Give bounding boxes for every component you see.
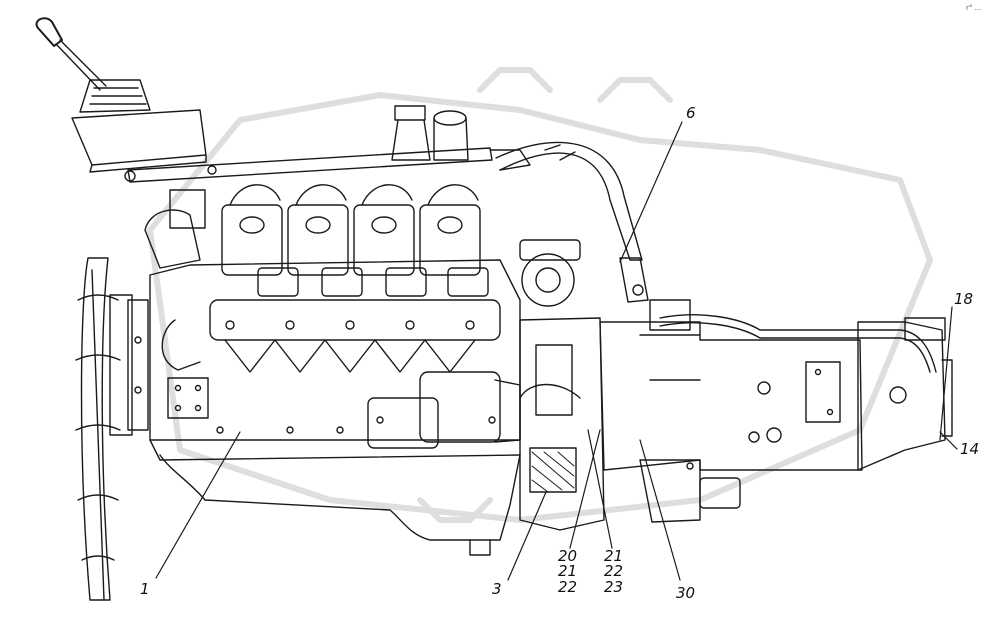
callout-1: 1 xyxy=(140,580,150,598)
clutch-housing xyxy=(519,317,605,531)
watermark-logo xyxy=(147,67,933,523)
gear-shift-lever xyxy=(35,17,207,173)
power-take-off xyxy=(639,459,741,523)
callout-labels: 1 3 6 14 18 20 21 22 21 22 23 30 r° ... xyxy=(140,4,981,602)
leader-lines xyxy=(155,121,958,581)
corner-mark: r° ... xyxy=(966,4,981,12)
cooling-fan xyxy=(75,257,121,601)
callout-3: 3 xyxy=(492,580,502,598)
callout-21: 21 xyxy=(604,547,623,565)
callout-21-22: 22 xyxy=(604,562,623,580)
callout-20-22: 22 xyxy=(558,578,577,596)
callout-21-23: 23 xyxy=(604,578,623,596)
air-pipe xyxy=(495,141,643,261)
starter-motor xyxy=(367,371,521,449)
control-rod xyxy=(124,147,531,183)
exhaust-manifold xyxy=(209,299,501,373)
callout-14: 14 xyxy=(960,440,979,458)
pipe-sensor xyxy=(619,257,649,303)
fan-hub xyxy=(109,294,149,436)
callout-20-21: 21 xyxy=(558,562,577,580)
callout-30: 30 xyxy=(676,584,695,602)
callout-6: 6 xyxy=(686,104,696,122)
cylinder-heads xyxy=(221,184,489,297)
gearbox-pipes xyxy=(649,299,937,373)
compressor xyxy=(519,239,581,307)
engine-block xyxy=(149,259,521,556)
breather-cap xyxy=(391,105,469,161)
intake-manifold xyxy=(144,189,206,371)
gearbox xyxy=(599,321,863,471)
callout-20: 20 xyxy=(558,547,577,565)
callout-18: 18 xyxy=(954,290,973,308)
